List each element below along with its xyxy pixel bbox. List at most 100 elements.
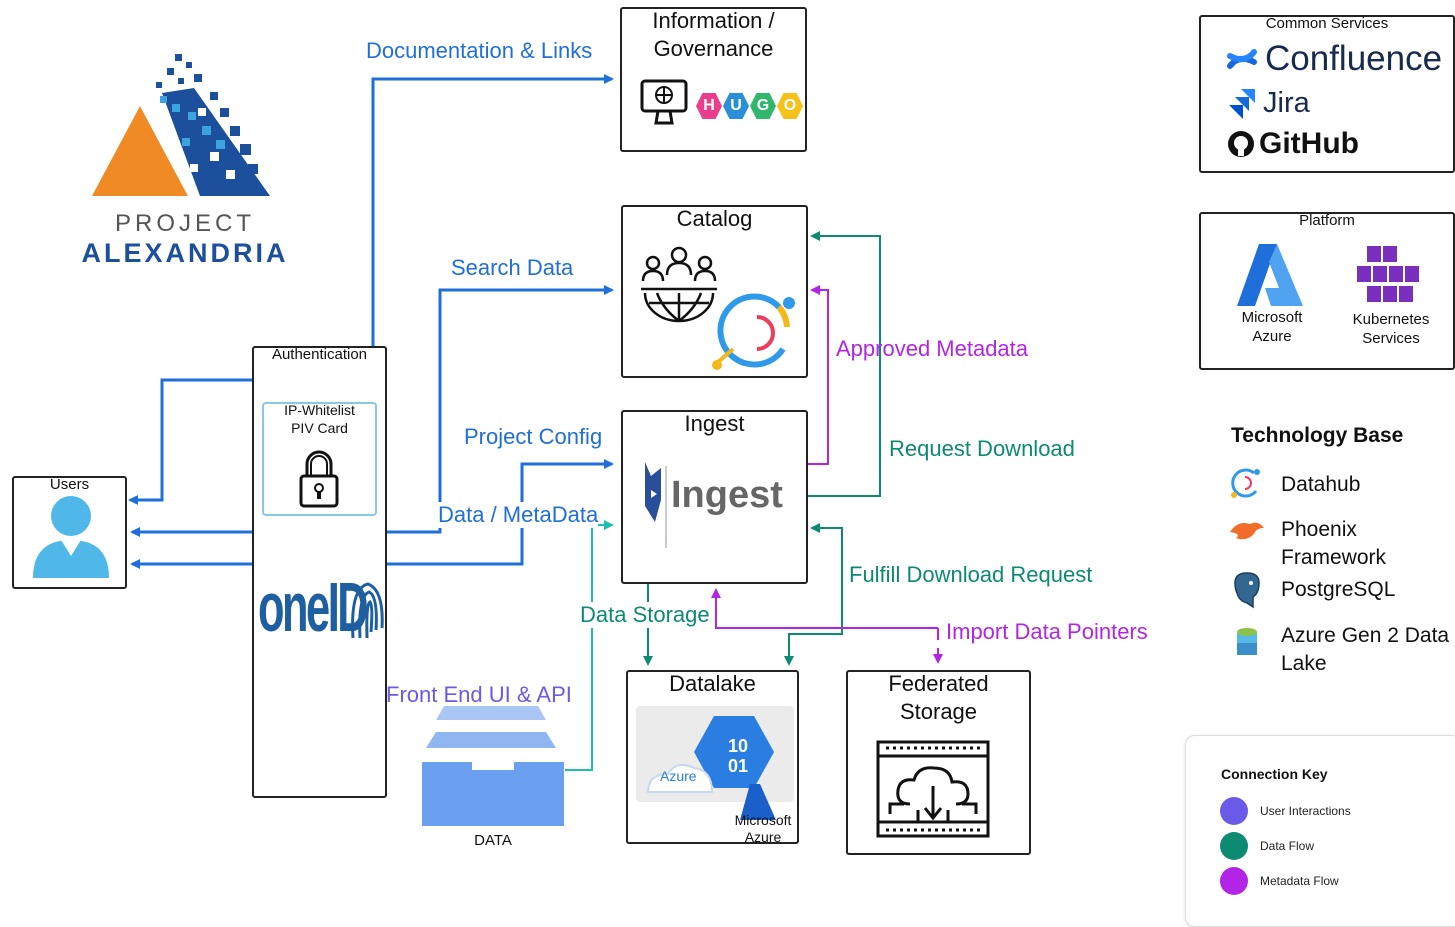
users-label: Users — [49, 476, 90, 493]
tech-phoenix-line1: Phoenix — [1281, 518, 1357, 541]
azure-tag: Azure — [660, 768, 697, 784]
lynx-icon — [645, 462, 661, 522]
datahub-small-icon — [1231, 468, 1260, 498]
jira-logo: Jira — [1227, 87, 1310, 120]
catalog-box[interactable]: Catalog — [621, 205, 808, 378]
ms-line-1: Microsoft — [734, 812, 792, 828]
logo-mark-icon — [92, 54, 270, 196]
ingest-logo-text: Ingest — [671, 474, 783, 516]
github-icon — [1228, 131, 1254, 157]
azure-line-1: Microsoft — [1241, 309, 1303, 326]
oneid-logo: oneID — [258, 568, 386, 648]
postgresql-icon — [1234, 572, 1260, 609]
label-front-end-ui-api: Front End UI & API — [386, 682, 572, 707]
info-title-line1: Information / — [652, 8, 775, 33]
ip-whitelist-label: IP-Whitelist — [284, 402, 355, 418]
label-import-data-pointers: Import Data Pointers — [946, 619, 1148, 644]
key-data-flow: Data Flow — [1220, 832, 1314, 860]
github-logo: GitHub — [1227, 127, 1359, 161]
phoenix-icon — [1230, 522, 1264, 540]
label-approved-metadata: Approved Metadata — [836, 336, 1029, 361]
key-user-interactions: User Interactions — [1220, 797, 1351, 825]
ms-line-2: Azure — [744, 829, 782, 845]
hex-line-1: 10 — [728, 736, 749, 756]
label-data-storage: Data Storage — [580, 602, 710, 628]
label-request-download: Request Download — [889, 436, 1075, 461]
hugo-letter-u: U — [723, 93, 749, 119]
federated-storage-box[interactable]: Federated Storage — [846, 670, 1031, 855]
tech-azure-gen2-line2: Lake — [1281, 652, 1327, 675]
key-dot-data-flow — [1220, 832, 1248, 860]
project-alexandria-logo: PROJECT ALEXANDRIA — [70, 48, 300, 268]
datalake-box[interactable]: Datalake 10 01 Azure Microsoft Azure — [626, 670, 799, 845]
data-store-label: DATA — [474, 832, 512, 849]
federated-title-line1: Federated — [888, 671, 989, 696]
jira-icon — [1229, 88, 1255, 119]
confluence-icon — [1227, 49, 1257, 69]
label-data-metadata: Data / MetaData — [438, 502, 599, 528]
ip-whitelist-box: IP-Whitelist PIV Card — [262, 402, 377, 516]
ingest-box[interactable]: Ingest Ingest — [621, 410, 808, 584]
authentication-box[interactable]: Authentication IP-Whitelist PIV Card one… — [252, 346, 387, 798]
tech-phoenix-line2: Framework — [1281, 546, 1387, 569]
hugo-logo: H U G O — [696, 93, 803, 119]
hex-line-2: 01 — [728, 756, 749, 776]
federated-title-line2: Storage — [899, 699, 978, 724]
hugo-letter-g: G — [750, 93, 776, 119]
label-search-data: Search Data — [451, 255, 574, 280]
datahub-icon — [712, 293, 795, 370]
platform-box: Platform Microsoft Azure Kubernetes Serv… — [1199, 212, 1455, 370]
logo-line-alexandria: ALEXANDRIA — [81, 238, 289, 268]
web-monitor-icon — [640, 79, 688, 125]
data-store[interactable]: DATA — [420, 706, 566, 856]
logo-line-project: PROJECT — [114, 210, 255, 237]
datalake-ms-azure-label: Microsoft Azure — [718, 812, 808, 846]
data-tray-icon — [422, 706, 564, 826]
kubernetes-services-icon — [1357, 246, 1419, 302]
user-icon — [33, 496, 109, 578]
authentication-title: Authentication — [271, 346, 368, 363]
connection-key-title: Connection Key — [1221, 766, 1328, 782]
k8s-line-2: Services — [1362, 330, 1420, 347]
azure-line-2: Azure — [1252, 328, 1292, 345]
hugo-letter-h: H — [696, 93, 722, 119]
lock-icon — [299, 450, 339, 508]
k8s-line-1: Kubernetes — [1352, 311, 1430, 328]
fingerprint-icon — [351, 582, 384, 639]
people-globe-icon — [641, 246, 717, 323]
common-services-title: Common Services — [1265, 15, 1389, 32]
azure-datalake-icon — [646, 716, 776, 820]
common-services-box: Common Services Confluence Jira GitHub — [1199, 15, 1455, 173]
tech-datahub: Datahub — [1281, 473, 1361, 496]
platform-k8s-label: Kubernetes Services — [1339, 310, 1443, 348]
technology-base-title: Technology Base — [1231, 424, 1404, 447]
ingest-title: Ingest — [684, 411, 745, 436]
info-title-line2: Governance — [653, 36, 774, 61]
tech-azure-gen2-line1: Azure Gen 2 Data — [1281, 624, 1450, 647]
azure-icon — [1237, 244, 1303, 306]
key-label-user-interactions: User Interactions — [1260, 804, 1351, 818]
confluence-label: Confluence — [1265, 39, 1443, 78]
oneid-text: oneID — [258, 568, 369, 646]
datalake-title: Datalake — [669, 671, 756, 696]
cloud-download-icon — [876, 740, 990, 838]
ingest-logo-divider — [665, 466, 667, 548]
jira-label: Jira — [1263, 87, 1310, 119]
information-governance-box[interactable]: Information / Governance H U G O — [620, 7, 807, 152]
piv-card-label: PIV Card — [291, 420, 348, 436]
label-fulfill-download-request: Fulfill Download Request — [849, 562, 1093, 587]
key-label-metadata-flow: Metadata Flow — [1260, 874, 1339, 888]
connection-key-panel — [1185, 735, 1455, 927]
key-metadata-flow: Metadata Flow — [1220, 867, 1339, 895]
confluence-logo: Confluence — [1227, 39, 1442, 79]
github-label: GitHub — [1259, 127, 1359, 160]
hex-binary-text: 10 01 — [728, 736, 748, 776]
platform-title: Platform — [1299, 212, 1355, 229]
users-box[interactable]: Users — [12, 476, 127, 589]
catalog-title: Catalog — [676, 206, 753, 231]
hugo-letter-o: O — [777, 93, 803, 119]
platform-azure-label: Microsoft Azure — [1225, 308, 1319, 346]
key-dot-user-interactions — [1220, 797, 1248, 825]
tech-postgresql: PostgreSQL — [1281, 578, 1396, 601]
